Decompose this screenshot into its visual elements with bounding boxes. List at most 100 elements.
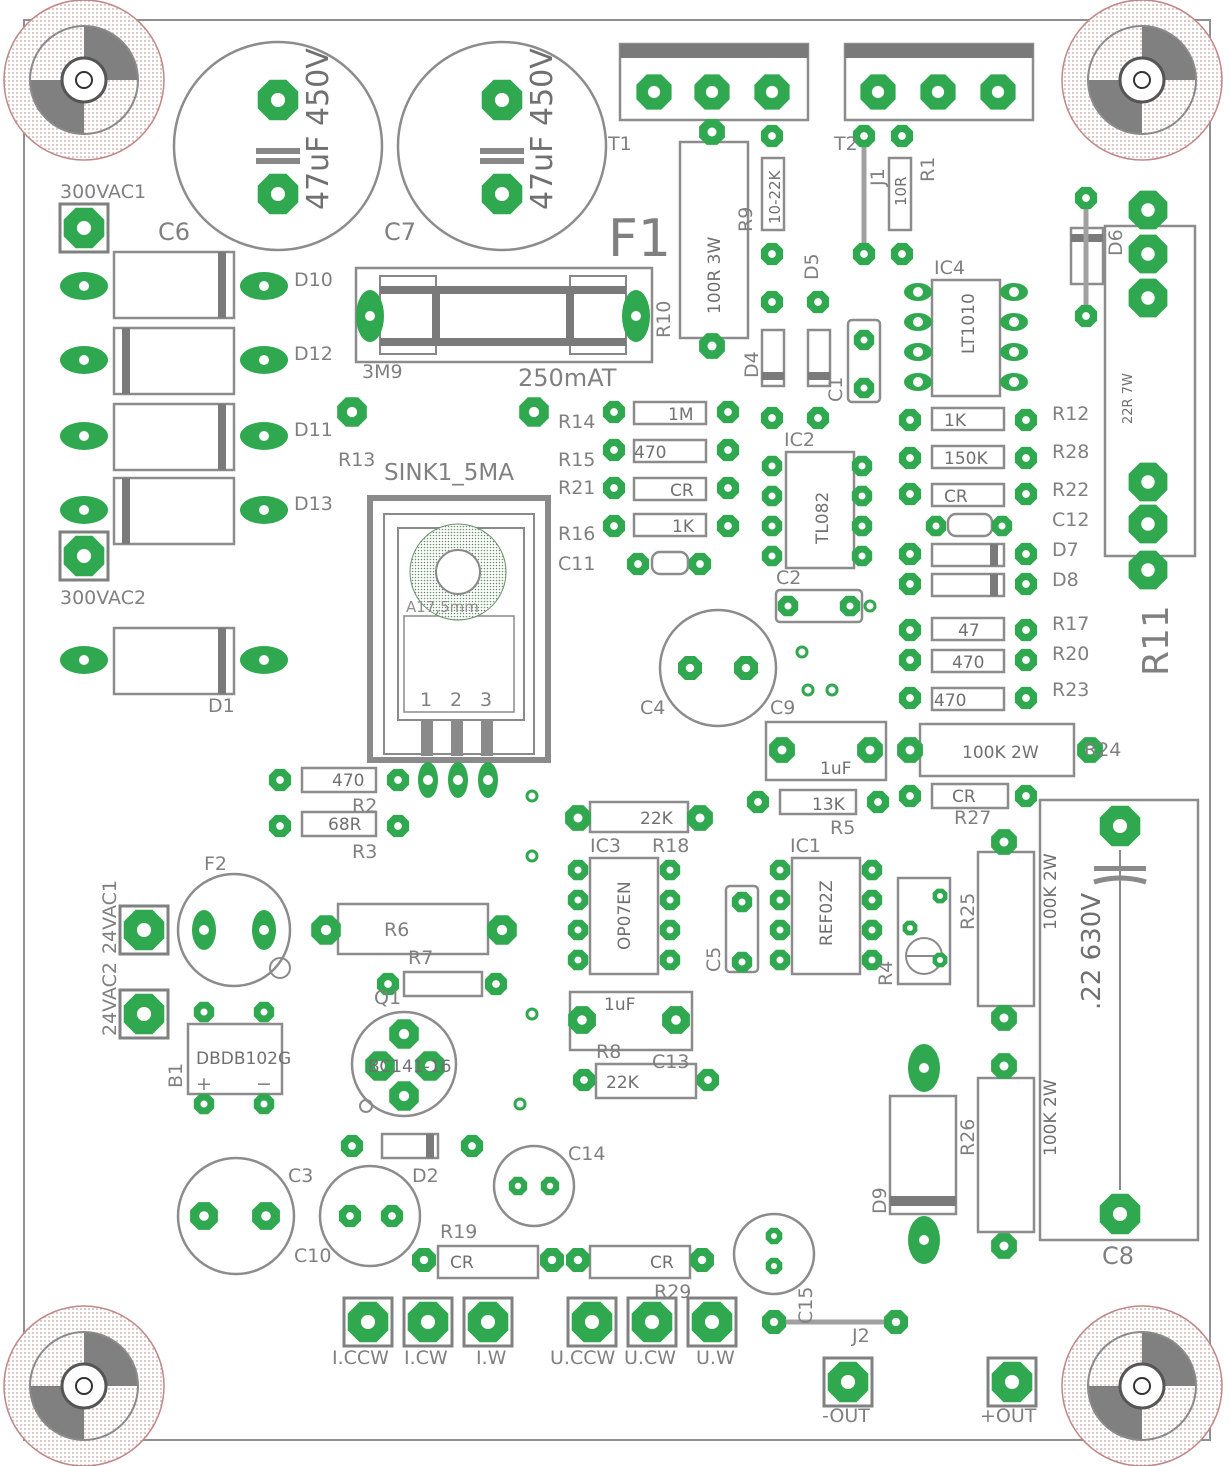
pad-hole (1004, 1374, 1020, 1390)
label-r24-val: 100K 2W (962, 743, 1039, 763)
pad-hole (260, 1008, 268, 1016)
pad-hole (270, 186, 286, 202)
pad-hole (76, 548, 92, 564)
pad-hole (1009, 377, 1019, 387)
pad-hole (1141, 247, 1155, 261)
pad-hole (768, 462, 776, 470)
pad-hole (768, 132, 776, 140)
label-r28: R28 (1052, 441, 1089, 463)
label-r2: R2 (352, 795, 377, 817)
d11-body (112, 402, 236, 472)
pad-hole (860, 336, 868, 344)
pad-hole (768, 552, 776, 560)
label-q1: Q1 (374, 987, 401, 1009)
c14-body (492, 1144, 576, 1228)
label-d12: D12 (294, 343, 333, 365)
label-pin3: 3 (480, 689, 492, 711)
pad-hole (79, 655, 89, 665)
pad-hole (898, 132, 906, 140)
pad-hole (765, 85, 779, 99)
label-iccw: I.CCW (332, 1347, 389, 1369)
label-r17: R17 (1052, 613, 1089, 635)
pad-hole (79, 505, 89, 515)
pad-hole (898, 250, 906, 258)
label-r14: R14 (558, 411, 595, 433)
label-c7-val: 47uF 450V (525, 48, 560, 210)
label-r13: R13 (338, 449, 375, 471)
pad-hole (496, 924, 508, 936)
pad-hole (724, 522, 732, 530)
via (513, 1097, 527, 1111)
pad-hole (666, 926, 674, 934)
pad-hole (610, 522, 618, 530)
pad-hole (514, 1182, 522, 1190)
label-r26-val: 100K 2W (1041, 1079, 1061, 1156)
pad-hole (528, 406, 540, 418)
pad-hole (814, 414, 822, 422)
label-d11: D11 (294, 419, 333, 441)
pad-hole (1085, 745, 1095, 755)
label-r11: R11 (1136, 605, 1177, 676)
pad-hole (610, 484, 618, 492)
label-r3-val: 68R (328, 815, 362, 835)
label-r3: R3 (352, 841, 377, 863)
pad-hole (858, 462, 866, 470)
pad-hole (907, 925, 913, 931)
mounting-hole-tr (1061, 0, 1223, 161)
pad-hole (259, 655, 269, 665)
terminal-frame (58, 530, 110, 582)
pad-hole (647, 85, 661, 99)
label-r15-val: 470 (634, 443, 666, 463)
pad-hole (419, 1255, 429, 1265)
pad-hole (610, 446, 618, 454)
pad-hole (610, 408, 618, 416)
label-ic2: IC2 (784, 429, 815, 451)
ic2-body (784, 450, 856, 570)
pad-hole (79, 355, 89, 365)
label-r10: R10 (653, 301, 675, 338)
pad-hole (320, 924, 332, 936)
label-d5: D5 (801, 253, 823, 280)
pad-hole (259, 281, 269, 291)
label-r28-val: 150K (944, 449, 988, 469)
label-icw: I.CW (404, 1347, 448, 1369)
label-f1: F1 (608, 209, 671, 269)
label-r7: R7 (408, 947, 433, 969)
label-300vac1: 300VAC1 (60, 181, 146, 203)
pad-hole (584, 1314, 600, 1330)
pad-hole (1022, 626, 1030, 634)
label-c12: C12 (1052, 509, 1089, 531)
pad-hole (768, 298, 776, 306)
pad-hole (577, 1015, 587, 1025)
pad-hole (384, 980, 392, 988)
pad-hole (814, 298, 822, 306)
pad-hole (398, 1090, 410, 1102)
pad-hole (724, 408, 732, 416)
pads (58, 74, 1168, 1408)
label-r10-val: 100R 3W (705, 237, 725, 314)
pad-hole (574, 956, 582, 964)
pad-hole (1141, 475, 1155, 489)
pad-hole (483, 775, 493, 785)
pad-hole (1022, 792, 1030, 800)
pad-hole (776, 926, 784, 934)
pad-hole (874, 798, 882, 806)
pad-hole (631, 311, 641, 321)
pad-hole (840, 1374, 856, 1390)
label-d4: D4 (741, 351, 763, 378)
label-c9: C9 (770, 697, 795, 719)
label-r19-val: CR (450, 1253, 474, 1273)
label-r27: R27 (954, 807, 991, 829)
label-r22-val: CR (944, 487, 968, 507)
label-24vac2: 24VAC2 (99, 962, 121, 1036)
pad-hole (999, 837, 1009, 847)
pad-hole (707, 341, 717, 351)
pad-hole (480, 1314, 496, 1330)
pad-hole (276, 776, 284, 784)
pad-hole (937, 957, 943, 963)
label-c14: C14 (568, 1143, 605, 1165)
pad-hole (1082, 312, 1090, 320)
pad-hole (696, 560, 704, 568)
pad-hole (906, 490, 914, 498)
pad-hole (860, 250, 868, 258)
